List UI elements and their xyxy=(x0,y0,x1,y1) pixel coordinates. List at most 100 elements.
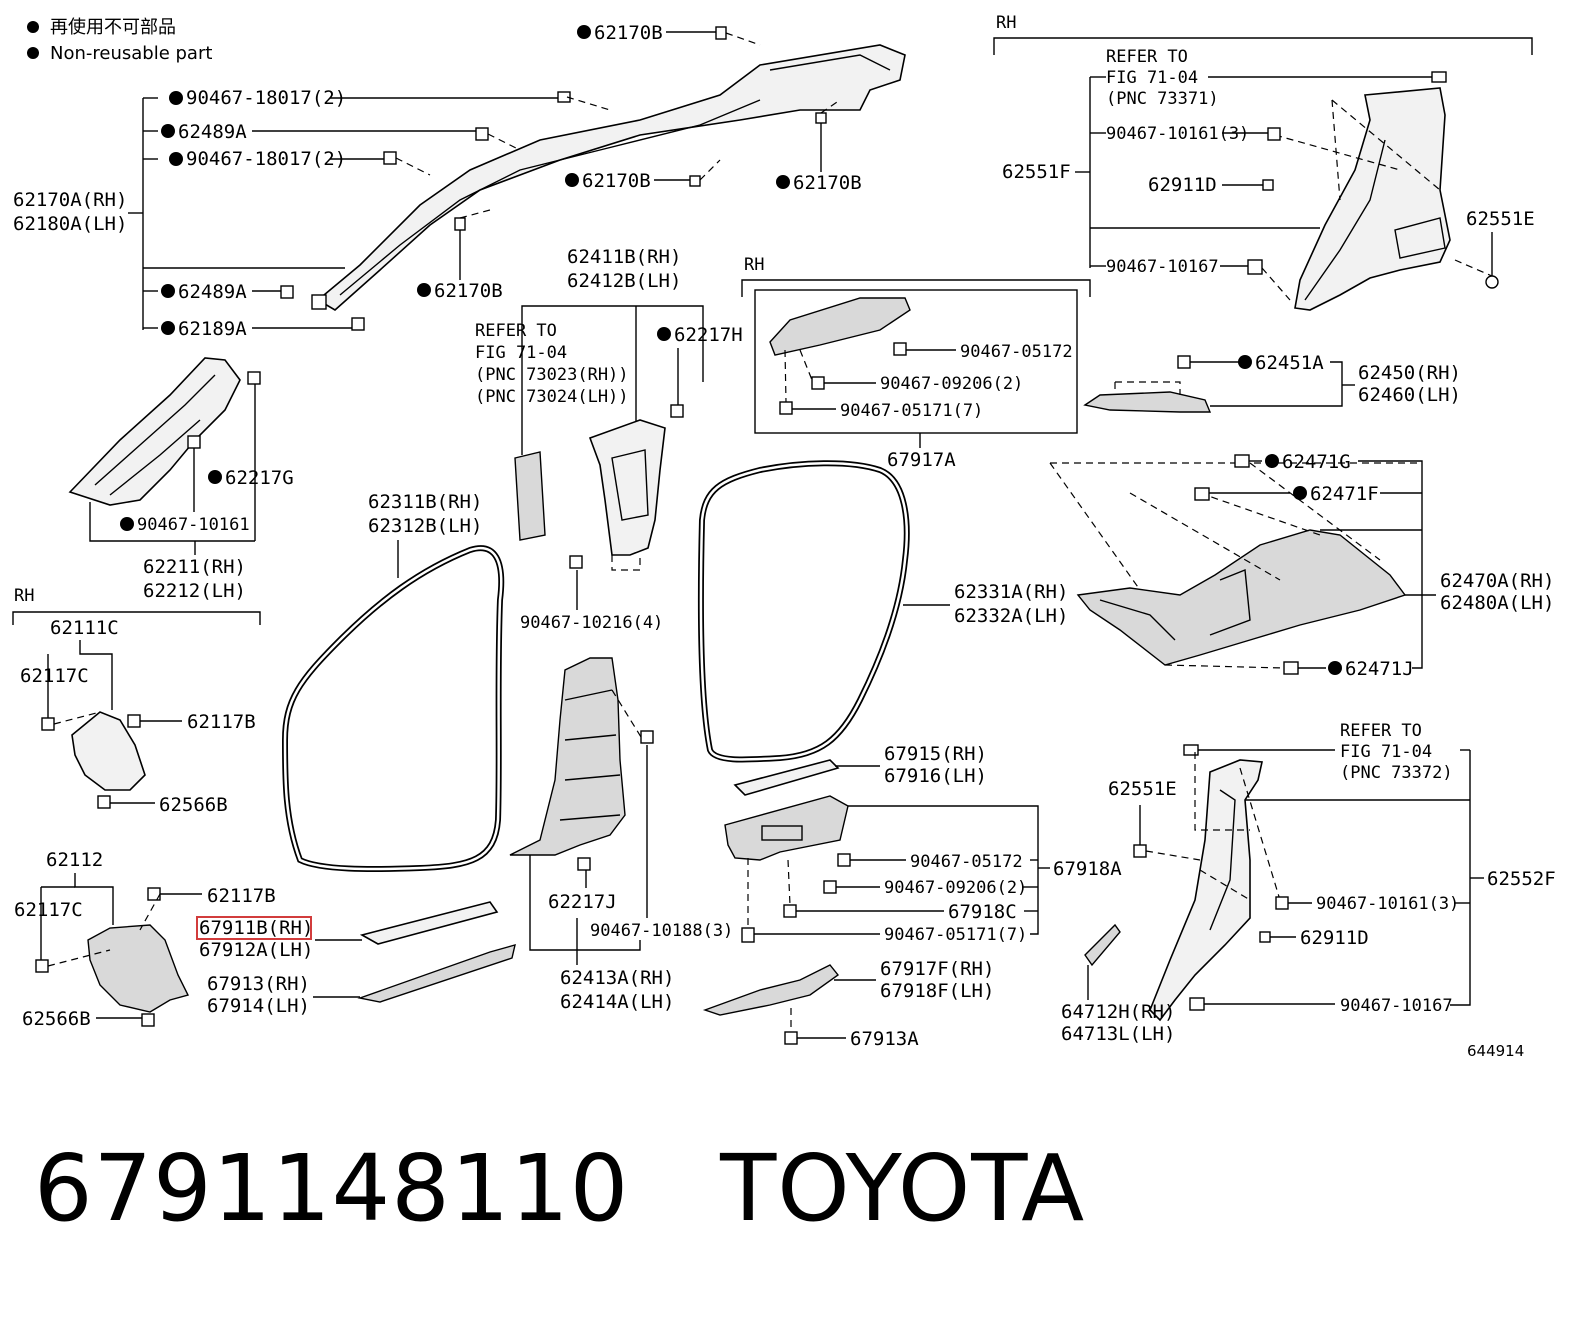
label-62189a: 62189A xyxy=(178,318,247,340)
label-62217j: 62217J xyxy=(548,891,617,913)
label-90467-09206-a: 90467-09206(2) xyxy=(880,374,1023,394)
label-62552f: 62552F xyxy=(1487,868,1556,890)
label-62566b-b: 62566B xyxy=(22,1008,91,1030)
label-62450-rh: 62450(RH) xyxy=(1358,362,1461,384)
assist-grip-group: 62451A 62450(RH) 62460(LH) xyxy=(1083,352,1461,413)
front-door-scuff-plate-inner xyxy=(357,944,516,1003)
label-90467-10188: 90467-10188(3) xyxy=(590,921,733,941)
label-62211-rh: 62211(RH) xyxy=(143,556,246,578)
highlight-box xyxy=(196,916,312,940)
label-62217g: 62217G xyxy=(225,467,294,489)
label-62117b-b: 62117B xyxy=(207,885,276,907)
label-62170b-low: 62170B xyxy=(434,280,503,302)
quarter-trim-lower-group: REFER TO FIG 71-04 (PNC 73372) 62551E 62… xyxy=(1061,721,1556,1045)
ref3-line1: REFER TO xyxy=(1340,721,1422,741)
brand-name: TOYOTA xyxy=(720,1135,1086,1242)
label-62217h: 62217H xyxy=(674,324,743,346)
ref2-line1: REFER TO xyxy=(1106,47,1188,67)
roof-rail-group: 62170B 90467-18017(2) 62489A 90467-18017… xyxy=(13,22,906,340)
label-62551f: 62551F xyxy=(1002,161,1071,183)
label-rh-mid: RH xyxy=(744,255,764,275)
label-90467-10167-a: 90467-10167 xyxy=(1106,257,1219,277)
label-90467-18017-b: 90467-18017(2) xyxy=(186,148,346,170)
label-62911d-b: 62911D xyxy=(1300,927,1369,949)
rear-scuff-plate-inner xyxy=(724,795,849,861)
label-90467-05171-b: 90467-05171(7) xyxy=(884,925,1027,945)
roof-rail-trim xyxy=(316,44,906,311)
cowl-trim-group: RH 62111C 62117C 62117B 62566B 62112 621… xyxy=(12,586,276,1030)
front-door-scuff-plate xyxy=(359,901,499,945)
label-62311b-rh: 62311B(RH) xyxy=(368,491,482,513)
cowl-side-trim-upper xyxy=(71,711,146,791)
front-door-seal-group: 62311B(RH) 62312B(LH) xyxy=(281,491,505,873)
label-62180a-lh: 62180A(LH) xyxy=(13,213,127,235)
ref1-line1: REFER TO xyxy=(475,321,557,341)
label-62411b-rh: 62411B(RH) xyxy=(567,246,681,268)
label-67915-rh: 67915(RH) xyxy=(884,743,987,765)
label-62117c-b: 62117C xyxy=(14,899,83,921)
label-62551e-b: 62551E xyxy=(1108,778,1177,800)
rear-box-group: RH 90467-05172 90467-09206(2) 90467-0517… xyxy=(741,255,1091,471)
ref2-line2: FIG 71-04 xyxy=(1106,68,1198,88)
label-62489a-a: 62489A xyxy=(178,121,247,143)
front-door-opening-weatherstrip xyxy=(281,545,505,873)
label-62911d-a: 62911D xyxy=(1148,174,1217,196)
deck-trim-group: 62471G 62471F 62470A(RH) 62480A(LH) 6247… xyxy=(1049,451,1554,680)
label-67918c: 67918C xyxy=(948,901,1017,923)
label-62412b-lh: 62412B(LH) xyxy=(567,270,681,292)
quarter-vent-trim xyxy=(1084,923,1121,967)
label-62117c-a: 62117C xyxy=(20,665,89,687)
label-67917f-rh: 67917F(RH) xyxy=(880,958,994,980)
label-62413a-rh: 62413A(RH) xyxy=(560,967,674,989)
label-90467-05172-b: 90467-05172 xyxy=(910,852,1023,872)
label-90467-05172-a: 90467-05172 xyxy=(960,342,1073,362)
front-pillar-group: 62217G 90467-10161 62211(RH) 62212(LH) xyxy=(68,357,294,602)
center-pillar-upper-garnish xyxy=(588,419,666,556)
legend-text-en: Non-reusable part xyxy=(50,43,212,64)
label-62470a-rh: 62470A(RH) xyxy=(1440,570,1554,592)
label-rh-left: RH xyxy=(14,586,34,606)
label-67918f-lh: 67918F(LH) xyxy=(880,980,994,1002)
label-rh-top: RH xyxy=(996,13,1016,33)
non-reusable-marker-icon xyxy=(27,47,39,59)
rear-quarter-scuff xyxy=(702,964,840,1016)
non-reusable-marker-icon xyxy=(27,21,39,33)
label-62480a-lh: 62480A(LH) xyxy=(1440,592,1554,614)
label-62489a-b: 62489A xyxy=(178,281,247,303)
label-67912a-lh: 67912A(LH) xyxy=(199,939,313,961)
label-62170a-rh: 62170A(RH) xyxy=(13,189,127,211)
ref3-line3: (PNC 73372) xyxy=(1340,763,1453,783)
label-62170b-top: 62170B xyxy=(594,22,663,44)
label-62112: 62112 xyxy=(46,849,103,871)
ref1-line3: (PNC 73023(RH)) xyxy=(475,365,629,385)
ref1-line4: (PNC 73024(LH)) xyxy=(475,387,629,407)
label-62331a-rh: 62331A(RH) xyxy=(954,581,1068,603)
label-64712h-rh: 64712H(RH) xyxy=(1061,1001,1175,1023)
rear-door-opening-weatherstrip xyxy=(697,460,910,763)
label-90467-05171-a: 90467-05171(7) xyxy=(840,401,983,421)
rear-door-trim-piece xyxy=(769,297,911,356)
legend: 再使用不可部品 Non-reusable part xyxy=(27,17,212,64)
label-67918a: 67918A xyxy=(1053,858,1122,880)
ref2-line3: (PNC 73371) xyxy=(1106,89,1219,109)
label-90467-09206-b: 90467-09206(2) xyxy=(884,878,1027,898)
quarter-trim-upper-group: RH REFER TO FIG 71-04 (PNC 73371) 90467-… xyxy=(993,13,1535,311)
label-67913-rh: 67913(RH) xyxy=(207,973,310,995)
cowl-side-trim-lower xyxy=(87,924,190,1013)
deck-side-trim xyxy=(1076,529,1407,666)
label-62471j: 62471J xyxy=(1345,658,1414,680)
label-62170b-right: 62170B xyxy=(793,172,862,194)
part-caption: 6791148110 TOYOTA xyxy=(34,1135,1085,1242)
label-90467-10161-a: 90467-10161 xyxy=(137,515,250,535)
label-62551e-a: 62551E xyxy=(1466,208,1535,230)
center-pillar-group: 62411B(RH) 62412B(LH) REFER TO FIG 71-04… xyxy=(475,246,743,1013)
label-62170b-mid: 62170B xyxy=(582,170,651,192)
label-62471g: 62471G xyxy=(1282,451,1351,473)
rear-quarter-upper-garnish xyxy=(1294,87,1451,311)
label-90467-10216: 90467-10216(4) xyxy=(520,613,663,633)
legend-text-jp: 再使用不可部品 xyxy=(50,17,176,38)
ref3-line2: FIG 71-04 xyxy=(1340,742,1432,762)
label-90467-10161-b: 90467-10161(3) xyxy=(1106,124,1249,144)
rear-door-scuff-plate xyxy=(733,759,840,796)
label-62451a: 62451A xyxy=(1255,352,1324,374)
